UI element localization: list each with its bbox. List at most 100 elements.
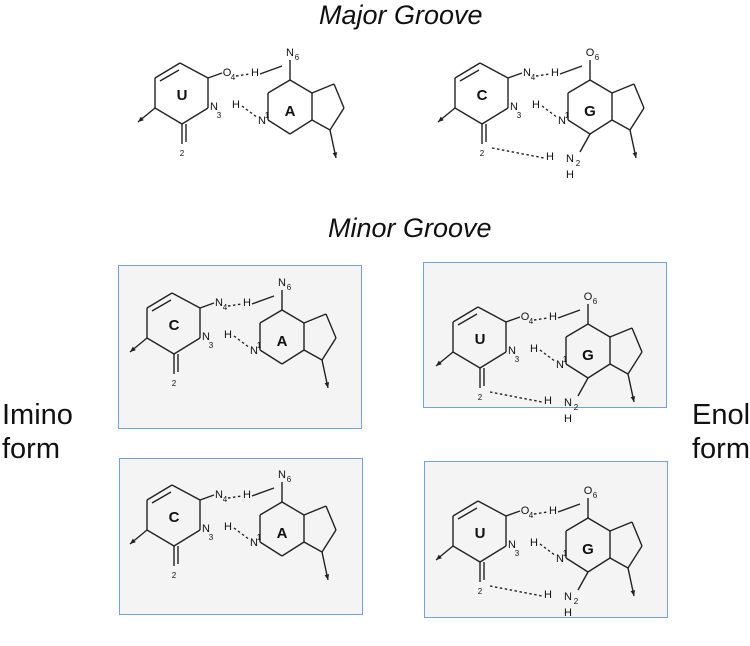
purine-c2-n-bond [579,133,591,153]
purine-six-ring-bond [281,501,305,516]
hbond-middle-dashed [541,105,559,119]
pyrimidine-letter: C [169,317,180,334]
purine-top-num: 6 [287,475,292,484]
hbond-middle-h: H [530,343,538,355]
pyrimidine-n3-num: 3 [517,111,522,120]
purine-top-num: 6 [295,53,300,62]
pyrimidine-top-atom: N [523,67,531,79]
purine-six-ring-bond [567,119,591,135]
purine-five-ring-bond [311,119,331,131]
purine-five-ring-bond [611,119,631,131]
pyrimidine-c4-bond [505,316,521,323]
purine-top-atom: O [584,291,593,303]
pyrimidine-ring-bond [154,62,181,79]
purine-top-atom: N [278,469,286,481]
purine-n2-h: H [564,413,572,425]
hbond-top-dashed [227,303,243,307]
purine-n1-num: 1 [563,355,568,364]
pyrimidine-top-atom: N [215,297,223,309]
hbond-top-dashed [533,511,549,515]
pyrimidine-ring-bond [452,351,481,369]
purine-letter: G [582,541,594,558]
purine-five-ring-bond [611,83,635,94]
pyrimidine-top-atom: N [215,489,223,501]
purine-n2-h: H [564,607,572,619]
panel-ug-enol-2 [424,461,668,618]
pyrimidine-glycosidic-arrow-head [138,116,144,122]
purine-five-ring-bond [325,505,337,531]
hbond-top-h: H [251,67,259,79]
purine-top-atom: O [586,47,595,59]
hbond-top-dashed [533,317,549,321]
pyrimidine-o2-num: 2 [480,149,485,158]
pyrimidine-ring-bond [146,337,175,355]
pyrimidine-n3-num: 3 [217,111,222,120]
purine-top-num: 6 [593,491,598,500]
pyrimidine-letter: C [477,87,488,104]
purine-five-ring-bond [629,107,645,131]
hbond-top-link [557,503,581,513]
hbond-top-dashed [535,73,551,77]
pyrimidine-top-atom: O [223,67,232,79]
purine-six-ring-bond [589,79,613,94]
pyrimidine-letter: U [177,87,188,104]
pyrimidine-ring-bond [479,351,507,369]
purine-top-atom: O [584,485,593,497]
pyrimidine-o2-num: 2 [180,149,185,158]
hbond-middle-dashed [241,105,259,119]
pyrimidine-n3-num: 3 [515,549,520,558]
pyrimidine-double-bond [457,313,478,326]
hbond-middle-dashed [233,335,251,349]
pyrimidine-n3: N [210,101,218,113]
pyrimidine-ring-bond [173,337,201,355]
purine-five-ring-bond [609,557,629,569]
hbond-middle-dashed [539,349,557,363]
purine-n2-atom: N [564,397,572,409]
hbond-top-h: H [549,311,557,323]
hbond-top-link [251,487,275,497]
hbond-top-dashed [227,495,243,499]
pyrimidine-glycosidic-arrow-head [436,554,442,560]
purine-n1-num: 1 [565,111,570,120]
pyrimidine-glycosidic-arrow-head [438,116,444,122]
hbond-top-dashed [235,73,251,77]
pyrimidine-ring-bond [479,62,509,79]
pyrimidine-ring-bond [452,545,481,563]
pyrimidine-ring-bond [171,292,201,309]
pyrimidine-o2-num: 2 [478,393,483,402]
purine-six-ring-bond [259,501,283,516]
pyrimidine-glycosidic-arrow-head [130,538,136,544]
pyrimidine-top-num: 4 [223,303,228,312]
hbond-middle-h: H [224,521,232,533]
pyrimidine-n3: N [508,345,516,357]
purine-n1: N [558,115,566,127]
pyrimidine-ring-bond [146,484,173,501]
hbond-bottom-dashed [489,585,543,597]
pyrimidine-ring-bond [154,107,183,125]
panel-ca-imino-2 [119,458,363,615]
purine-n1-num: 1 [563,549,568,558]
purine-five-ring-bond [303,505,327,516]
purine-six-ring-bond [565,323,589,338]
purine-six-ring-bond [289,119,313,135]
purine-n1: N [258,115,266,127]
purine-five-ring-bond [303,541,323,553]
purine-five-ring-bond [627,545,643,569]
hbond-middle-h: H [232,99,240,111]
purine-n2-num: 2 [576,159,581,168]
purine-five-ring-bond [321,529,337,553]
purine-glycosidic-arrow-head [630,590,636,596]
purine-five-ring-bond [631,521,643,547]
purine-glycosidic-arrow-head [630,396,636,402]
purine-n1-num: 1 [257,533,262,542]
purine-glycosidic-arrow-head [324,382,330,388]
enol-label-line1: Enol [692,399,750,431]
purine-five-ring-bond [303,313,327,324]
purine-six-ring-bond [267,79,291,94]
purine-n2-num: 2 [574,597,579,606]
pyrimidine-o2-num: 2 [478,587,483,596]
pyrimidine-double-bond [457,507,478,520]
hbond-middle-dashed [233,527,251,541]
purine-five-ring-bond [633,83,645,109]
